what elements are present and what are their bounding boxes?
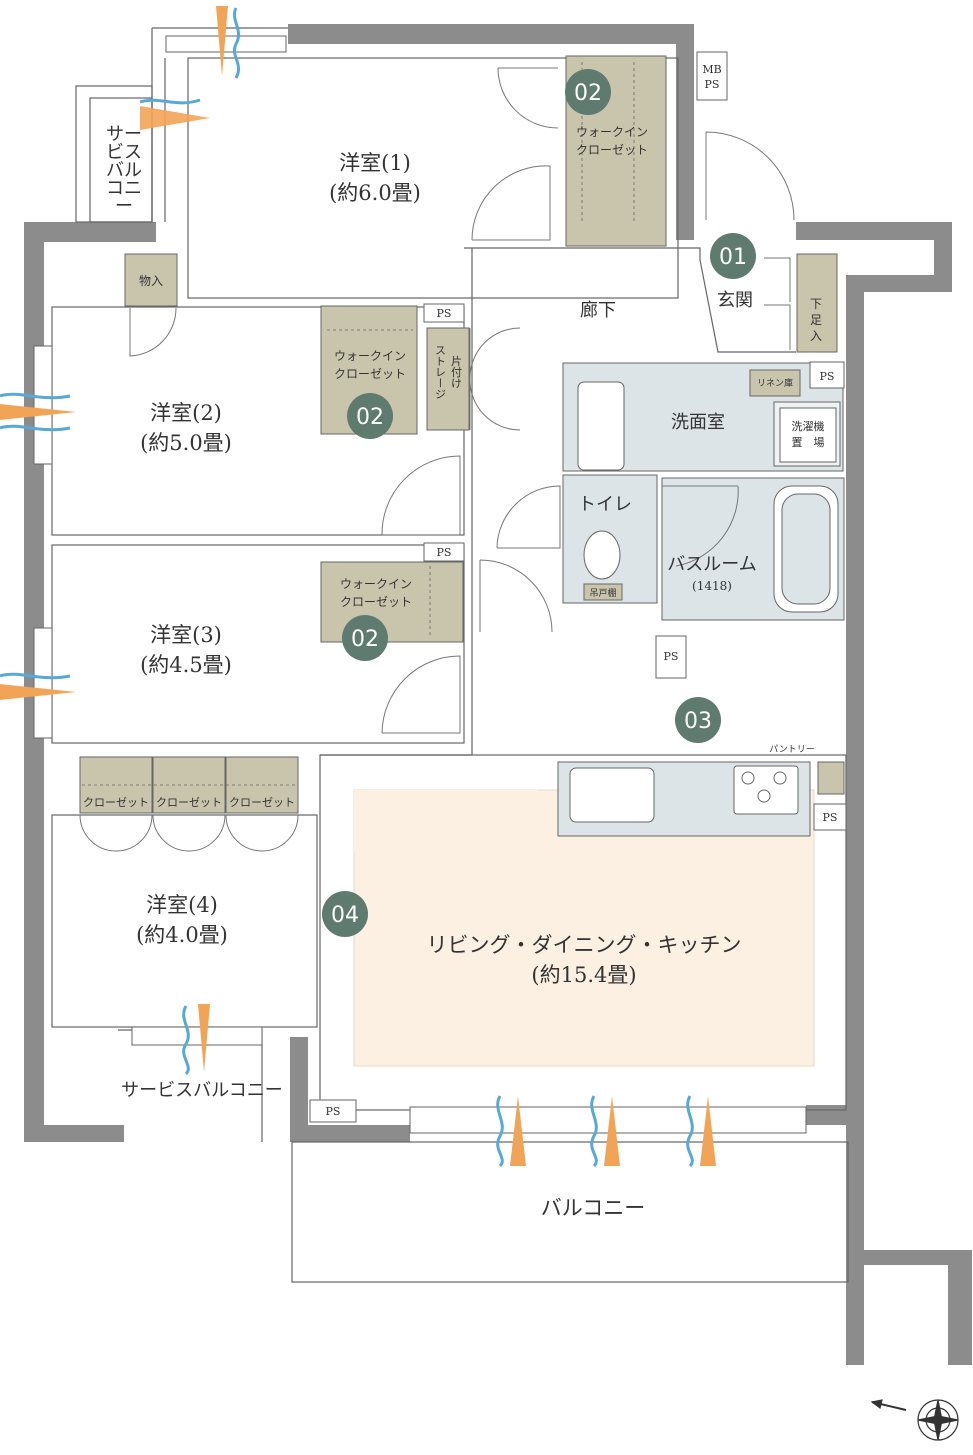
entrance-label: 玄関 <box>717 290 753 311</box>
service-balcony-top-3: バル <box>106 160 142 181</box>
doors <box>79 67 795 852</box>
service-balcony-top-5: ー <box>115 196 133 217</box>
washer-label-1: 洗濯機 <box>792 419 825 433</box>
windows <box>33 35 807 1134</box>
badge-01-label: 01 <box>719 245 747 270</box>
western1-size: (約6.0畳) <box>329 181 421 205</box>
wic1-line1: ウォークイン <box>576 125 648 139</box>
fixtures <box>569 381 839 823</box>
linen-label: リネン庫 <box>757 377 793 389</box>
tsuridana-label: 吊戸棚 <box>589 587 616 599</box>
interior-lines <box>51 27 849 1283</box>
geta-label-1: 下 <box>810 297 822 311</box>
badge-02-wic3 <box>342 615 388 661</box>
badge-01 <box>710 233 756 279</box>
badge-02-wic1 <box>565 69 611 115</box>
ps-label-5: PS <box>823 811 838 824</box>
ventilation-arrows <box>0 6 716 1168</box>
geta-label-2: 足 <box>810 313 822 327</box>
badge-02-wic2-label: 02 <box>356 405 384 430</box>
service-balcony-bottom-label: サービスバルコニー <box>121 1080 283 1101</box>
service-balcony-top-4: コニ <box>106 178 142 199</box>
tsuridana-shelf <box>583 583 623 601</box>
wic2-line1: ウォークイン <box>334 349 406 363</box>
closet-1 <box>79 756 153 814</box>
western2-size: (約5.0畳) <box>140 431 232 455</box>
service-balcony-top-2: ビス <box>106 142 142 163</box>
badge-03-label: 03 <box>684 709 712 734</box>
ps-label-6: PS <box>326 1105 341 1118</box>
wic2-line2: クローゼット <box>334 367 406 381</box>
badges: 01 02 02 02 03 04 <box>322 69 756 937</box>
western3-name: 洋室(3) <box>150 623 222 647</box>
monoire-storage <box>124 253 178 307</box>
closet2-label: クローゼット <box>156 796 222 809</box>
badge-04-label: 04 <box>331 903 359 928</box>
ps-label-2: PS <box>437 546 452 559</box>
badge-04 <box>322 891 368 937</box>
wic1-line2: クローゼット <box>576 143 648 157</box>
katazuke-storage <box>426 327 470 431</box>
service-balcony-top-1: サー <box>106 124 142 145</box>
ps-label-4: PS <box>664 650 679 663</box>
western3-size: (約4.5畳) <box>140 653 232 677</box>
closet3-label: クローゼット <box>229 796 295 809</box>
bathroom-size: (1418) <box>692 579 732 593</box>
linen-storage <box>749 369 801 397</box>
geta-ire-storage <box>796 253 838 353</box>
toilet-bowl <box>583 530 621 580</box>
washer-label-2: 置 場 <box>792 436 825 449</box>
ps-label-1: PS <box>437 307 452 320</box>
katazuke-label-1: 片付け <box>450 355 463 388</box>
bathroom-label: バスルーム <box>667 554 756 575</box>
ps-boxes <box>309 51 847 1123</box>
outer-walls <box>24 24 972 1365</box>
compass-icon <box>870 1399 959 1441</box>
ldk-name: リビング・ダイニング・キッチン <box>427 933 742 957</box>
wic3-line2: クローゼット <box>340 595 412 609</box>
badge-02-wic1-label: 02 <box>574 81 602 106</box>
washroom-label: 洗面室 <box>671 412 725 433</box>
western4-size: (約4.0畳) <box>136 923 228 947</box>
western2-name: 洋室(2) <box>150 401 222 425</box>
room-labels: 洋室(1) (約6.0畳) 洋室(2) (約5.0畳) 洋室(3) (約4.5畳… <box>106 124 757 1220</box>
balcony-label: バルコニー <box>541 1196 646 1220</box>
toilet-label: トイレ <box>578 494 632 515</box>
pantry-storage <box>817 761 845 795</box>
washer-inner <box>779 407 837 463</box>
katazuke-label-2: ストレージ <box>434 345 447 400</box>
badge-02-wic3-label: 02 <box>351 627 379 652</box>
western1-name: 洋室(1) <box>339 151 411 175</box>
storage-labels: ウォークイン クローゼット ウォークイン クローゼット ウォークイン クローゼッ… <box>83 63 837 1118</box>
sink <box>569 767 655 823</box>
mbps-label-1: MB <box>702 63 721 76</box>
geta-label-3: 入 <box>810 329 822 343</box>
monoire-label: 物入 <box>139 274 163 288</box>
wic3-line1: ウォークイン <box>340 577 412 591</box>
ldk-size: (約15.4畳) <box>531 963 636 987</box>
pantry-label: パントリー <box>769 744 814 755</box>
corridor-label: 廊下 <box>580 300 616 321</box>
ps-label-3: PS <box>820 370 835 383</box>
badge-02-wic2 <box>347 393 393 439</box>
wash-basin <box>577 381 625 471</box>
mbps-label-2: PS <box>705 78 720 91</box>
closet1-label: クローゼット <box>83 796 149 809</box>
badge-03 <box>675 697 721 743</box>
western4-name: 洋室(4) <box>146 893 218 917</box>
closet-2 <box>152 756 226 814</box>
